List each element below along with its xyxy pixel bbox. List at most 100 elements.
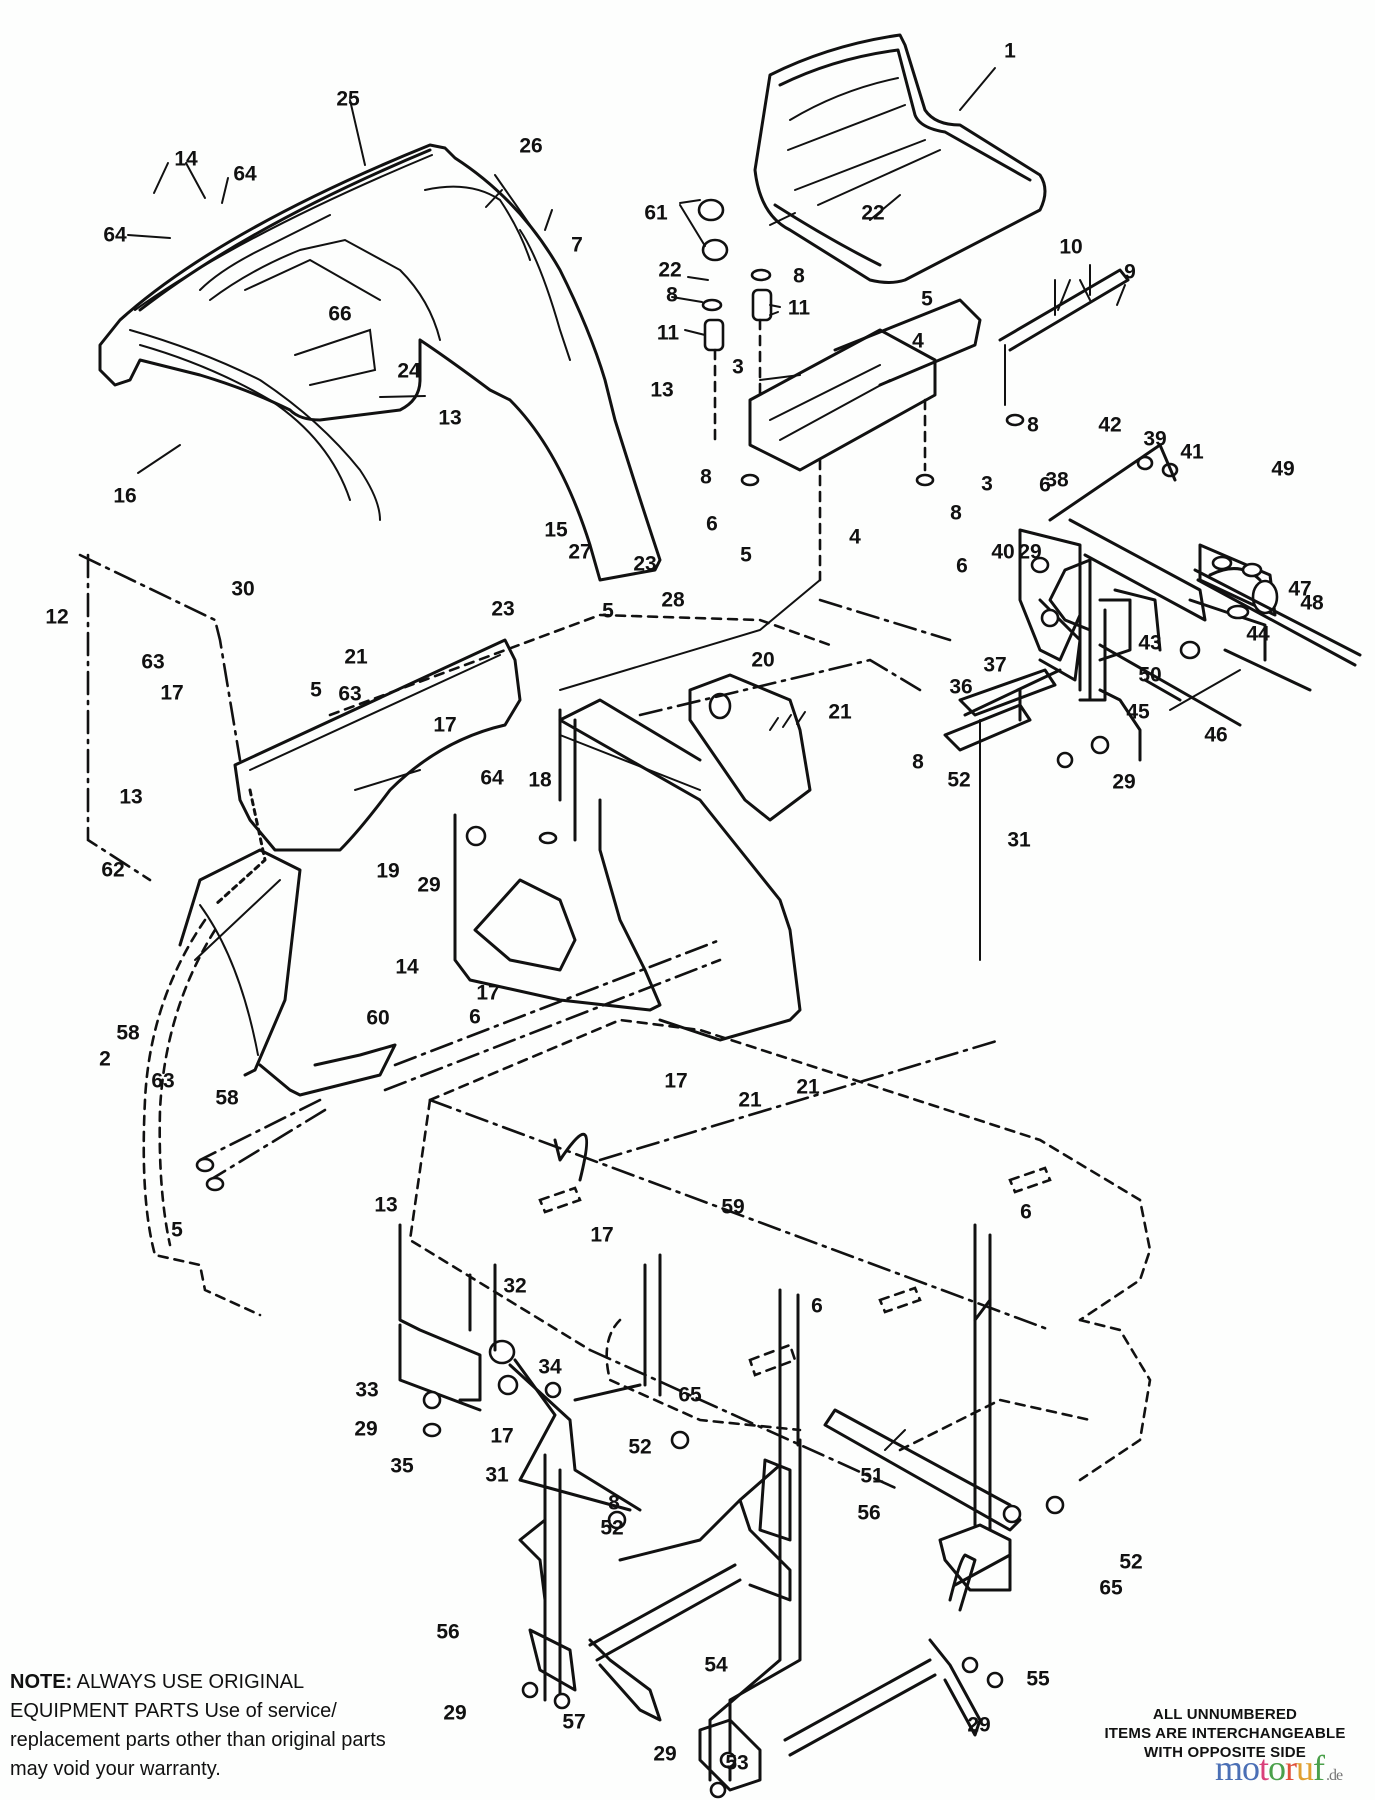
callout-64: 64	[103, 223, 127, 247]
leader-lines	[127, 162, 1126, 398]
callout-6: 6	[706, 512, 718, 536]
callout-29: 29	[417, 873, 441, 897]
watermark-letter: t	[1259, 1748, 1269, 1788]
watermark-letter: o	[1242, 1748, 1260, 1788]
callout-52: 52	[600, 1516, 624, 1540]
note-body: ALWAYS USE ORIGINAL EQUIPMENT PARTS Use …	[10, 1671, 386, 1780]
side-note-line-2: ITEMS ARE INTERCHANGEABLE	[1104, 1725, 1346, 1742]
callout-27: 27	[568, 540, 592, 564]
callout-21: 21	[344, 645, 368, 669]
interchangeable-parts-note: ALL UNNUMBERED ITEMS ARE INTERCHANGEABLE…	[1095, 1705, 1355, 1762]
callout-5: 5	[602, 599, 614, 623]
callout-17: 17	[476, 981, 500, 1005]
callout-53: 53	[725, 1751, 749, 1775]
callout-18: 18	[528, 768, 552, 792]
callout-10: 10	[1059, 235, 1083, 259]
callout-38: 38	[1045, 468, 1069, 492]
right-control-parts	[963, 443, 1362, 762]
callout-56: 56	[857, 1501, 881, 1525]
callout-8: 8	[912, 750, 924, 774]
callout-33: 33	[355, 1378, 379, 1402]
callout-58: 58	[116, 1021, 140, 1045]
callout-19: 19	[376, 859, 400, 883]
callout-52: 52	[1119, 1550, 1143, 1574]
callout-17: 17	[433, 713, 457, 737]
callout-29: 29	[653, 1742, 677, 1766]
callout-60: 60	[366, 1006, 390, 1030]
callout-17: 17	[160, 681, 184, 705]
callout-42: 42	[1098, 413, 1122, 437]
callout-64: 64	[480, 766, 504, 790]
callout-8: 8	[700, 465, 712, 489]
warranty-note: NOTE: ALWAYS USE ORIGINAL EQUIPMENT PART…	[10, 1668, 420, 1784]
callout-30: 30	[231, 577, 255, 601]
callout-17: 17	[664, 1069, 688, 1093]
callout-4: 4	[849, 525, 861, 549]
callout-5: 5	[310, 678, 322, 702]
callout-50: 50	[1138, 663, 1162, 687]
callout-6: 6	[1020, 1200, 1032, 1224]
callout-63: 63	[151, 1069, 175, 1093]
callout-8: 8	[1027, 413, 1039, 437]
callout-3: 3	[981, 472, 993, 496]
callout-65: 65	[1099, 1576, 1123, 1600]
callout-22: 22	[861, 201, 885, 225]
callout-5: 5	[921, 287, 933, 311]
watermark-tld: .de	[1326, 1767, 1343, 1784]
callout-36: 36	[949, 675, 973, 699]
callout-17: 17	[590, 1223, 614, 1247]
callout-54: 54	[704, 1653, 728, 1677]
callout-31: 31	[1007, 828, 1031, 852]
callout-17: 17	[490, 1424, 514, 1448]
side-note-line-1: ALL UNNUMBERED	[1152, 1706, 1298, 1723]
callout-14: 14	[174, 147, 198, 171]
note-heading: NOTE:	[10, 1671, 73, 1693]
callout-32: 32	[503, 1274, 527, 1298]
callout-6: 6	[811, 1294, 823, 1318]
fender-part	[98, 99, 662, 582]
callout-6: 6	[469, 1005, 481, 1029]
lift-linkage	[398, 1132, 1065, 1799]
callout-7: 7	[571, 233, 583, 257]
callout-41: 41	[1180, 440, 1204, 464]
callout-45: 45	[1126, 700, 1150, 724]
callout-24: 24	[397, 359, 421, 383]
callout-16: 16	[113, 484, 137, 508]
watermark-letter: u	[1296, 1748, 1314, 1788]
callout-31: 31	[485, 1463, 509, 1487]
callout-3: 3	[732, 355, 744, 379]
callout-58: 58	[215, 1086, 239, 1110]
callout-62: 62	[101, 858, 125, 882]
callout-47: 47	[1288, 577, 1312, 601]
callout-43: 43	[1138, 631, 1162, 655]
callout-25: 25	[336, 87, 360, 111]
watermark-letter: r	[1285, 1748, 1297, 1788]
callout-29: 29	[443, 1701, 467, 1725]
callout-14: 14	[395, 955, 419, 979]
frame-part	[78, 455, 1279, 1317]
callout-56: 56	[436, 1620, 460, 1644]
callout-21: 21	[828, 700, 852, 724]
callout-29: 29	[967, 1713, 991, 1737]
seat-part	[753, 33, 1047, 284]
callout-1: 1	[1004, 39, 1016, 63]
side-note-line-3: WITH OPPOSITE SIDE	[1144, 1744, 1306, 1761]
callout-29: 29	[354, 1417, 378, 1441]
callout-22: 22	[658, 258, 682, 282]
callout-52: 52	[947, 768, 971, 792]
callout-63: 63	[141, 650, 165, 674]
callout-29: 29	[1018, 540, 1042, 564]
callout-21: 21	[738, 1088, 762, 1112]
callout-13: 13	[650, 378, 674, 402]
chassis-deck-outline	[408, 1018, 1152, 1492]
callout-8: 8	[666, 283, 678, 307]
callout-26: 26	[519, 134, 543, 158]
callout-63: 63	[338, 682, 362, 706]
callout-28: 28	[661, 588, 685, 612]
callout-39: 39	[1143, 427, 1167, 451]
callout-13: 13	[374, 1193, 398, 1217]
callout-37: 37	[983, 653, 1007, 677]
callout-8: 8	[608, 1491, 620, 1515]
callout-55: 55	[1026, 1667, 1050, 1691]
